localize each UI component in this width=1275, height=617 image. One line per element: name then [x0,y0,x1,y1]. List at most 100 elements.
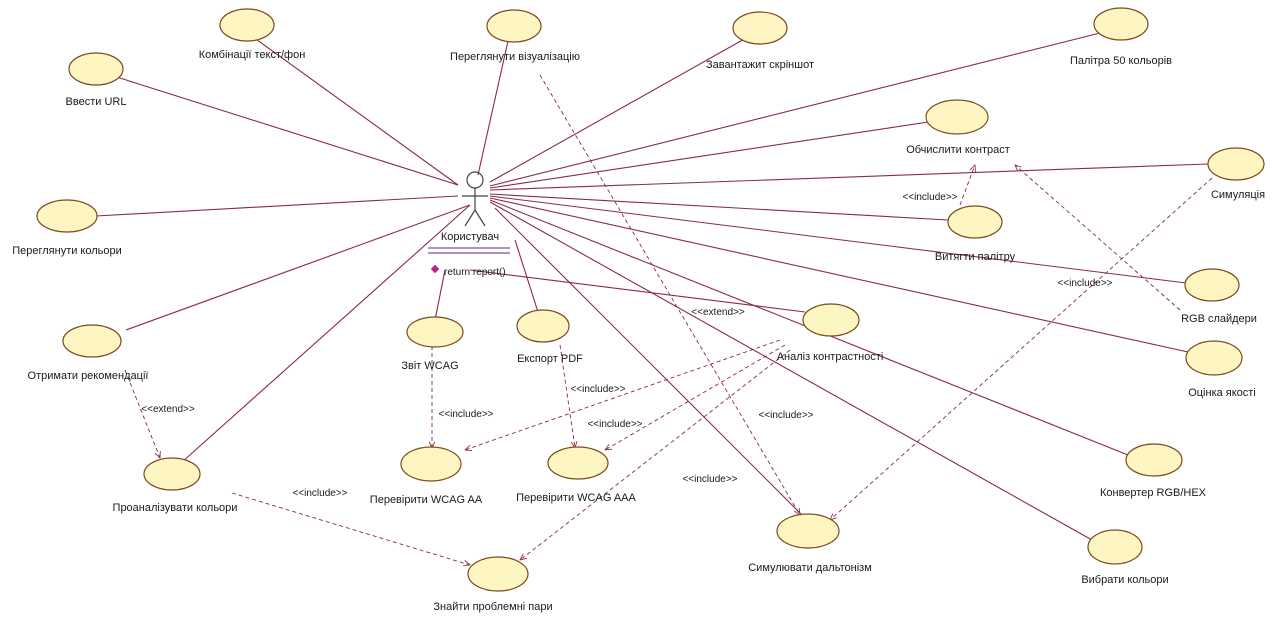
use-case-label: Перевірити WCAG AAA [516,492,636,504]
actor-korystuvach[interactable]: Користувач return report() [428,171,510,278]
assoc-perehlianuty-kolory [95,195,459,217]
assoc-analiz-kontrastnosti [469,269,806,313]
use-case-ellipse [219,8,275,42]
associations [95,27,1209,541]
use-case-pereviryty-wcag-aaa[interactable]: Перевірити WCAG AAA [516,446,637,504]
use-case-label: Звіт WCAG [401,360,458,372]
actor-name: Користувач [441,231,499,243]
use-case-label: Оцінка якості [1188,387,1256,399]
actor-right-leg [474,209,486,227]
use-case-vytiahty-palitru[interactable]: Витягти палітру [935,205,1016,263]
operation-diamond-icon [430,264,440,274]
use-case-rgb-slaidery[interactable]: RGB слайдери [1181,268,1257,325]
assoc-otrymaty-rekomendatsii [125,204,471,331]
dep-rekomendatsii-kolory [124,369,160,458]
use-case-ellipse [776,513,840,549]
dep-palitra-kontrast [959,165,975,206]
use-case-label: Конвертер RGB/HEX [1100,487,1207,499]
use-case-label: Завантажит скріншот [706,59,814,71]
dep-pdf-aaa [559,344,575,448]
use-case-ellipse [36,199,98,233]
use-case-ellipse [925,99,989,135]
assoc-rgb-slaidery [489,195,1187,284]
use-case-zavantazhyt-skrinshot[interactable]: Завантажит скріншот [706,11,814,71]
use-case-ellipse [143,457,201,491]
use-case-ellipse [400,446,462,482]
dep-rgb-kontrast [1015,165,1181,311]
dep-analiz-aaa [605,344,786,450]
use-case-ellipse [62,324,122,358]
label-include-analiz-aaa: <<include>> [587,419,642,430]
label-include-analiz-pary: <<include>> [682,474,737,485]
use-case-konverter[interactable]: Конвертер RGB/HEX [1100,443,1207,499]
label-include-zvit: <<include>> [438,409,493,420]
assoc-eksport-pdf [514,239,539,313]
assoc-symuliuvaty-daltonizm [494,207,806,519]
use-case-pereviryty-wcag-aa[interactable]: Перевірити WCAG AA [370,446,483,506]
assoc-symuliatsiia [489,163,1209,191]
use-case-eksport-pdf[interactable]: Експорт PDF [516,309,583,365]
use-case-label: Переглянути кольори [12,245,122,257]
use-case-label: RGB слайдери [1181,313,1257,325]
use-case-label: Витягти палітру [935,251,1016,263]
assoc-vybraty-kolory [489,201,1093,541]
label-extend-vizualizatsiia: <<extend>> [691,307,745,318]
use-case-analiz-kontrastnosti[interactable]: Аналіз контрастності [777,303,884,363]
actor-operation: return report() [444,267,506,278]
use-case-ellipse [1207,147,1265,181]
assoc-kombinatsii [241,28,459,186]
use-case-vvesty-url[interactable]: Ввести URL [66,52,127,108]
use-case-znaity-problemni-pary[interactable]: Знайти проблемні пари [433,556,553,613]
use-case-ellipse [516,309,570,343]
use-case-ellipse [1093,7,1149,41]
assoc-palitra [489,27,1121,187]
actor-head [466,171,484,189]
use-case-perehlianuty-kolory[interactable]: Переглянути кольори [12,199,122,257]
assoc-obchyslyty-kontrast [489,117,956,189]
use-case-label: Аналіз контрастності [777,351,884,363]
stereotype-labels: <<include>> <<include>> <<extend>> <<inc… [141,192,1112,499]
use-case-perehlianuty-vizualizatsiiu[interactable]: Переглянути візуалізацію [450,9,580,63]
use-case-ellipse [486,9,542,43]
use-case-label: Отримати рекомендації [28,370,149,382]
use-case-proanalizuvaty-kolory[interactable]: Проаналізувати кольори [113,457,238,514]
label-extend-rekomendatsii: <<extend>> [141,404,195,415]
use-case-symuliatsiia[interactable]: Симуляція [1207,147,1265,201]
use-case-ellipse [547,446,609,480]
label-include-rgb: <<include>> [1057,278,1112,289]
assoc-vvesty-url [103,72,459,186]
use-case-label: Проаналізувати кольори [113,502,238,514]
use-cases: Ввести URL Комбінації текст/фон Переглян… [12,7,1265,613]
use-case-label: Вибрати кольори [1081,574,1168,586]
label-include-kolory: <<include>> [292,488,347,499]
label-include-palitra: <<include>> [902,192,957,203]
dep-symuliatsiia-daltonizm [830,177,1213,520]
use-case-otrymaty-rekomendatsii[interactable]: Отримати рекомендації [28,324,149,382]
use-case-obchyslyty-kontrast[interactable]: Обчислити контраст [906,99,1010,156]
use-case-ellipse [406,316,464,348]
use-case-ellipse [947,205,1003,239]
use-case-ellipse [1087,529,1143,565]
dependencies [124,74,1213,565]
dep-vizualizatsiia-daltonizm [539,74,800,515]
use-case-label: Знайти проблемні пари [433,601,552,613]
label-include-pdf: <<include>> [570,384,625,395]
use-case-vybraty-kolory[interactable]: Вибрати кольори [1081,529,1169,586]
assoc-proanalizuvaty-kolory [181,204,471,463]
use-case-label: Комбінації текст/фон [199,49,306,61]
assoc-zvit-wcag [434,269,446,321]
label-include-symuliatsiia: <<include>> [758,410,813,421]
use-case-label: Перевірити WCAG AA [370,494,483,506]
use-case-ellipse [1185,340,1243,376]
use-case-zvit-wcag[interactable]: Звіт WCAG [401,316,464,372]
assoc-vytiahty-palitru [489,193,949,221]
use-case-palitra[interactable]: Палітра 50 кольорів [1070,7,1172,67]
use-case-otsinka-yakosti[interactable]: Оцінка якості [1185,340,1256,399]
use-case-label: Переглянути візуалізацію [450,51,580,63]
use-case-symuliuvaty-daltonizm[interactable]: Симулювати дальтонізм [748,513,872,574]
assoc-zavantazhyt-skrinshot [489,32,756,183]
use-case-label: Обчислити контраст [906,144,1010,156]
use-case-kombinatsii[interactable]: Комбінації текст/фон [199,8,306,61]
use-case-label: Палітра 50 кольорів [1070,55,1172,67]
